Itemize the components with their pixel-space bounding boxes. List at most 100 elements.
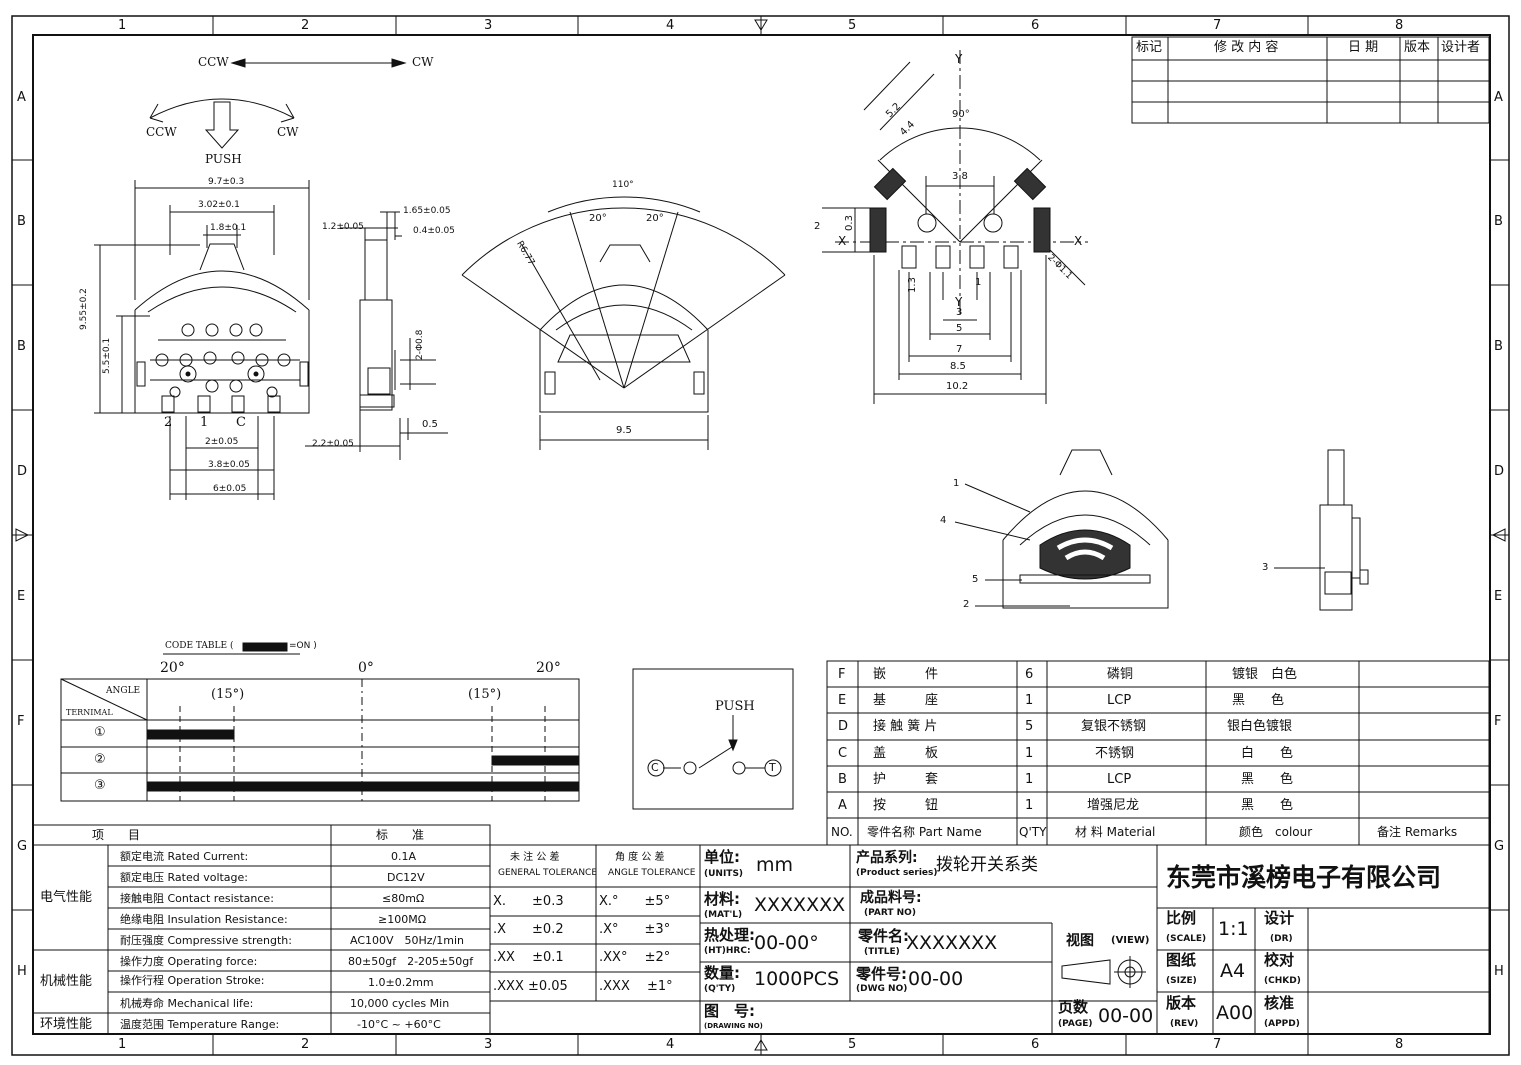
dim-label: 9.5	[616, 425, 632, 436]
terminal-header: TERNIMAL	[66, 708, 113, 717]
row-label: B	[17, 214, 26, 229]
row-dividers	[12, 159, 1509, 911]
bom-header-remark: 备注 Remarks	[1377, 825, 1458, 839]
bom-row: C 盖 板 1 不锈钢 白 色	[827, 740, 1489, 766]
rev-col-designer: 设计者	[1441, 40, 1481, 55]
approver-label: 核准	[1264, 994, 1295, 1012]
dim-label: 10.2	[946, 381, 969, 392]
dim-label: 1.3	[906, 277, 918, 293]
spec-table-grid	[32, 824, 491, 1035]
bom-color: 白 色	[1241, 746, 1294, 761]
heat-treat-en: (HT)HRC:	[704, 946, 751, 956]
spec-name: 额定电压 Rated voltage:	[120, 871, 249, 884]
angle-mid-left: (15°)	[211, 687, 245, 702]
col-label: 6	[1031, 1037, 1040, 1052]
row-label: A	[17, 90, 26, 105]
row-label: F	[1494, 714, 1502, 729]
spec-group-mechanical: 机械性能	[40, 974, 93, 989]
bom-header-qty: Q'TY	[1019, 825, 1047, 839]
callout-label: 1	[953, 478, 960, 489]
spec-value: 0.1A	[391, 850, 417, 863]
spec-name: 绝缘电阻 Insulation Resistance:	[120, 913, 288, 926]
axis-label: Y	[955, 52, 963, 66]
bom-code: F	[838, 667, 846, 682]
dim-label: 2	[814, 221, 821, 232]
company-name: 东莞市溪榜电子有限公司	[1166, 863, 1442, 892]
spec-header-std: 标 准	[376, 828, 425, 842]
series-value: 拨轮开关系类	[936, 855, 1038, 875]
axis-label: Y	[955, 295, 963, 309]
code-table-on: =ON )	[289, 641, 317, 651]
quantity-value: 1000PCS	[754, 968, 840, 990]
dim-label: 6±0.05	[213, 484, 247, 494]
rev-label: 版本	[1166, 994, 1197, 1012]
rev-col-mark: 标记	[1136, 40, 1163, 55]
material-value: XXXXXXX	[754, 894, 846, 916]
dim-label: 8.5	[950, 361, 966, 372]
bom-code: D	[838, 719, 849, 734]
spec-value: 80±50gf 2-205±50gf	[348, 955, 474, 968]
row-label: A	[1494, 90, 1503, 105]
row-label: B	[1494, 339, 1503, 354]
dim-label: 20°	[589, 213, 607, 224]
dim-label: 5.5±0.1	[102, 337, 112, 374]
spec-name: 温度范围 Temperature Range:	[120, 1018, 280, 1031]
bom-header-material: 材 料 Material	[1075, 825, 1156, 839]
unit-value: mm	[756, 854, 794, 876]
row-label: B	[1494, 214, 1503, 229]
part-no-en: (PART NO)	[864, 908, 916, 918]
dim-label: 3.02±0.1	[198, 200, 240, 210]
size-label: 图纸	[1166, 951, 1197, 969]
col-label: 8	[1395, 18, 1404, 33]
ccw-label: CCW	[198, 55, 229, 69]
spec-name: 接触电阻 Contact resistance:	[120, 892, 274, 905]
projection-symbol	[1061, 959, 1111, 985]
unit-label: 单位:	[704, 848, 740, 866]
dim-label: 9.55±0.2	[79, 288, 89, 330]
angle-header: ANGLE	[106, 686, 141, 696]
callout-label: 2	[963, 599, 970, 610]
unit-en: (UNITS)	[704, 869, 744, 879]
tol-general: .XX ±0.1	[493, 950, 564, 965]
dim-label: 20°	[646, 213, 664, 224]
angle-label-left: 20°	[160, 660, 185, 676]
col-label: 2	[301, 18, 310, 33]
dim-label: 2-Φ0.8	[415, 329, 425, 360]
dim-label: 0.4±0.05	[413, 226, 455, 236]
rotation-arrow-curved	[149, 98, 295, 149]
bom-material: 磷铜	[1107, 667, 1134, 682]
centering-marks	[12, 19, 1509, 1055]
bom-row: E 基 座 1 LCP 黑 色	[827, 687, 1489, 713]
pcb-footprint-view	[822, 50, 1088, 404]
spec-value: AC100V 50Hz/1min	[350, 934, 465, 947]
dwg-no-value: 00-00	[908, 968, 964, 990]
circuit-diagram	[632, 668, 794, 810]
row-label: H	[17, 964, 27, 979]
angle-label-right: 20°	[536, 660, 561, 676]
rev-col-content: 修 改 内 容	[1214, 40, 1279, 55]
bom-row: D 接 触 簧 片 5 复银不锈钢 银白色镀银	[827, 713, 1489, 739]
bom-color: 黑 色	[1241, 772, 1294, 787]
part-no-label: 成品料号:	[860, 890, 922, 906]
rotation-arrow-top	[230, 58, 407, 68]
angle-mid-right: (15°)	[468, 687, 502, 702]
bom-qty: 1	[1025, 798, 1034, 813]
rev-col-version: 版本	[1404, 40, 1431, 55]
code-table-title: CODE TABLE (	[165, 641, 234, 651]
col-label: 3	[484, 18, 493, 33]
bom-color: 黑 色	[1241, 798, 1294, 813]
col-label: 1	[118, 18, 127, 33]
axis-label: X	[1074, 234, 1083, 248]
bom-material: 增强尼龙	[1087, 798, 1140, 813]
tol-general: .X ±0.2	[493, 922, 564, 937]
bom-material: 不锈钢	[1095, 746, 1135, 761]
title-en: (TITLE)	[864, 947, 900, 957]
bom-qty: 1	[1025, 746, 1034, 761]
circuit-t: T	[769, 761, 776, 774]
bom-part-name: 嵌 件	[873, 667, 939, 682]
spec-value: 1.0±0.2mm	[368, 976, 434, 989]
row-label: B	[17, 339, 26, 354]
col-label: 5	[848, 18, 857, 33]
spec-name: 操作力度 Operating force:	[120, 955, 258, 968]
